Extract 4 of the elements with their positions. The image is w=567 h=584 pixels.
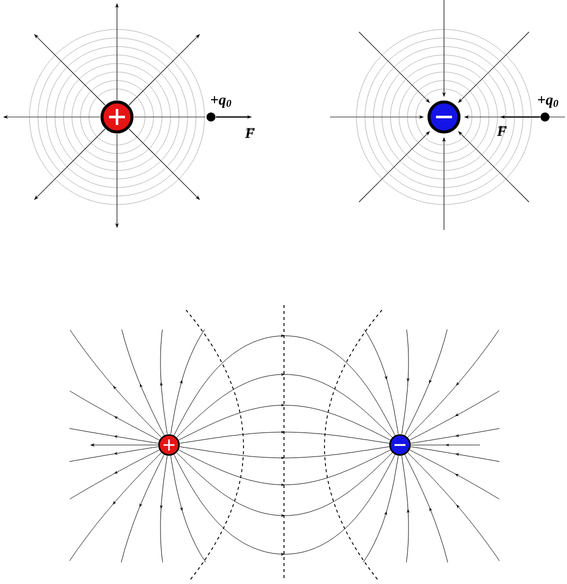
force-label: F <box>244 128 255 138</box>
force-label: F <box>496 126 507 136</box>
charge-label: +q$_{0}$ <box>211 96 232 108</box>
charge-label: +q$_{0}$ <box>538 96 558 108</box>
